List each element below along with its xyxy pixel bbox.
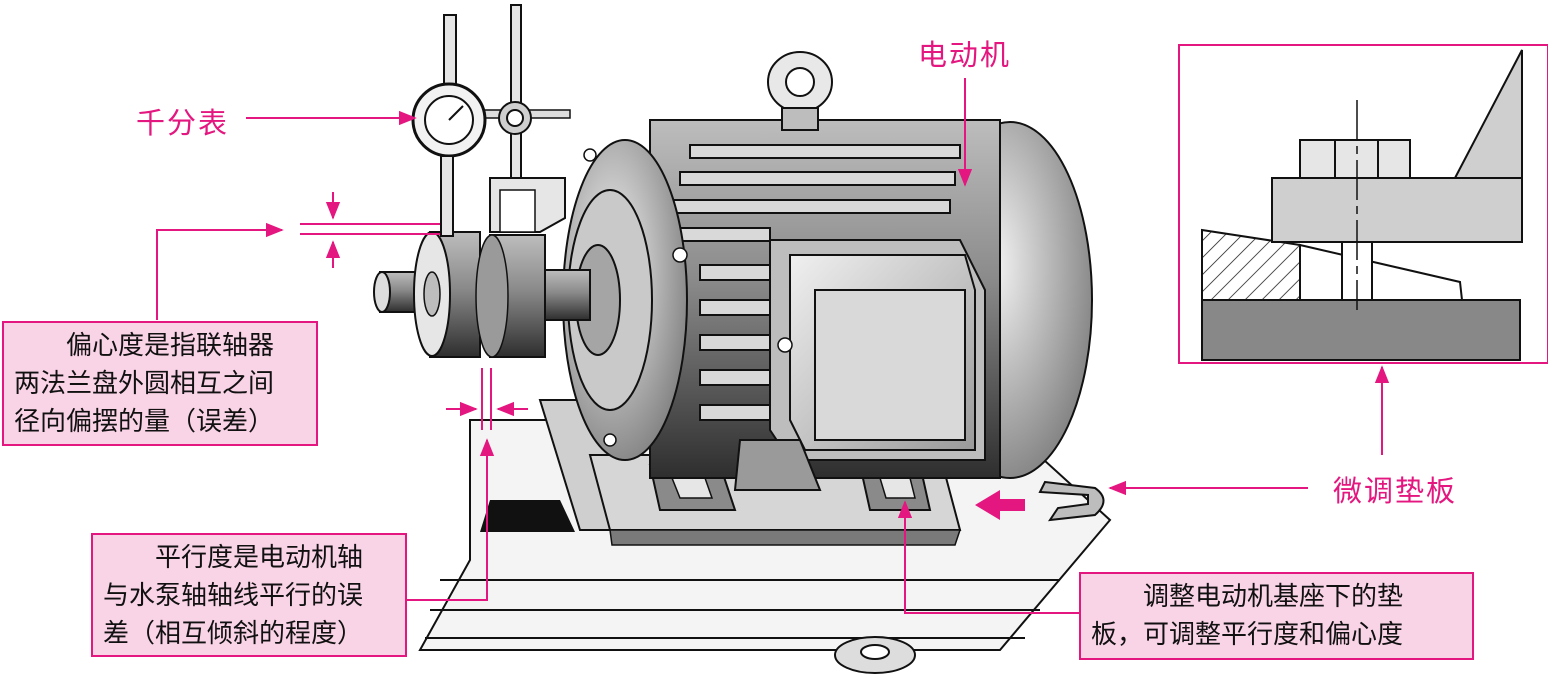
- leader-parallelism: [405, 438, 495, 601]
- shim-detail-inset: [1178, 44, 1548, 364]
- coupling: [373, 231, 591, 358]
- label-dial-indicator: 千分表: [136, 106, 230, 140]
- note-parallelism-line-1: 平行度是电动机轴: [155, 543, 364, 573]
- note-adjust-line-2: 板，可调整平行度和偏心度: [1091, 620, 1404, 650]
- label-motor: 电动机: [918, 38, 1012, 72]
- motor: [562, 51, 1093, 491]
- note-eccentricity-line-2: 两法兰盘外圆相互之间: [14, 369, 275, 399]
- note-parallelism: 平行度是电动机轴 与水泵轴轴线平行的误 差（相互倾斜的程度）: [91, 533, 407, 657]
- note-adjust-line-1: 调整电动机基座下的垫: [1143, 582, 1404, 612]
- shim-wedge: [975, 480, 1105, 522]
- note-eccentricity: 偏心度是指联轴器 两法兰盘外圆相互之间 径向偏摆的量（误差）: [2, 321, 318, 446]
- leader-adjust: [897, 500, 1080, 614]
- note-eccentricity-line-3: 径向偏摆的量（误差）: [14, 407, 275, 437]
- note-parallelism-line-3: 差（相互倾斜的程度）: [103, 619, 364, 649]
- leader-eccentricity: [156, 222, 284, 320]
- label-shim: 微调垫板: [1333, 474, 1458, 508]
- leader-lines: [156, 78, 1390, 614]
- note-parallelism-line-2: 与水泵轴轴线平行的误: [103, 581, 364, 611]
- note-adjust: 调整电动机基座下的垫 板，可调整平行度和偏心度: [1079, 572, 1474, 660]
- dial-indicator: [411, 4, 571, 237]
- note-eccentricity-line-1: 偏心度是指联轴器: [66, 331, 275, 361]
